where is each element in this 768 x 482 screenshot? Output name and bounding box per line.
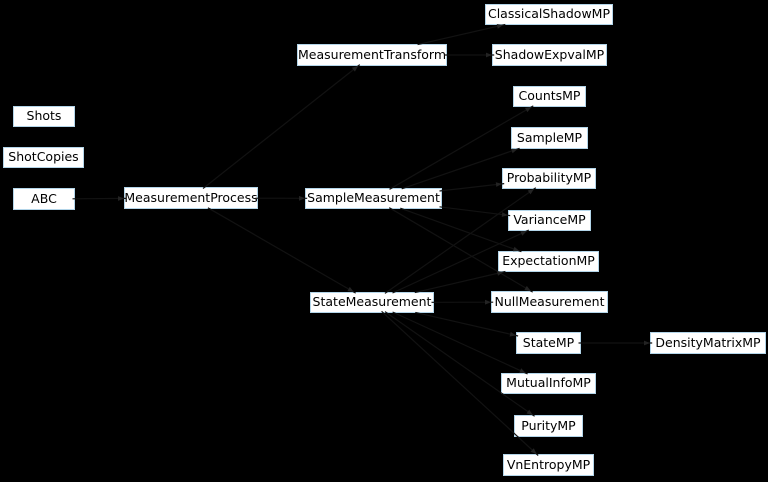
class-node-Shots[interactable]: Shots: [13, 106, 75, 127]
class-node-StateMeasurement[interactable]: StateMeasurement: [310, 292, 434, 313]
inheritance-edge-SampleMeasurement-to-VarianceMP: [439, 206, 511, 217]
arrowhead-icon: [351, 66, 359, 72]
class-node-MutualInfoMP[interactable]: MutualInfoMP: [501, 373, 596, 394]
inheritance-edge-StateMeasurement-to-PurityMP: [384, 311, 535, 417]
inheritance-edge-StateMeasurement-to-ExpectationMP: [414, 270, 506, 294]
class-node-ProbabilityMP[interactable]: ProbabilityMP: [502, 168, 596, 189]
class-node-PurityMP[interactable]: PurityMP: [514, 415, 583, 437]
class-node-ShadowExpvalMP[interactable]: ShadowExpvalMP: [492, 44, 607, 66]
inheritance-edge-SampleMeasurement-to-ProbabilityMP: [439, 183, 505, 192]
class-node-ShotCopies[interactable]: ShotCopies: [3, 147, 84, 168]
inheritance-edge-SampleMeasurement-to-ExpectationMP: [400, 207, 522, 253]
inheritance-edge-MeasurementProcess-to-MeasurementTransform: [202, 64, 361, 189]
inheritance-edge-MeasurementProcess-to-StateMeasurement: [207, 207, 356, 294]
class-node-NullMeasurement[interactable]: NullMeasurement: [491, 291, 608, 313]
arrowhead-icon: [527, 189, 534, 195]
class-node-SampleMP[interactable]: SampleMP: [511, 127, 588, 149]
class-node-VarianceMP[interactable]: VarianceMP: [508, 210, 591, 231]
inheritance-edge-StateMeasurement-to-StateMP: [415, 311, 519, 337]
class-node-ABC[interactable]: ABC: [13, 188, 75, 210]
class-node-MeasurementTransform[interactable]: MeasurementTransform: [297, 44, 447, 66]
inheritance-edge-MeasurementTransform-to-ClassicalShadowMP: [417, 23, 506, 46]
class-node-ClassicalShadowMP[interactable]: ClassicalShadowMP: [485, 4, 613, 25]
class-node-SampleMeasurement[interactable]: SampleMeasurement: [305, 188, 442, 209]
arrowhead-icon: [525, 107, 532, 113]
class-node-VnEntropyMP[interactable]: VnEntropyMP: [503, 454, 594, 476]
class-node-CountsMP[interactable]: CountsMP: [513, 86, 586, 107]
arrowhead-icon: [520, 231, 527, 236]
inheritance-edge-StateMeasurement-to-MutualInfoMP: [392, 311, 528, 375]
class-node-MeasurementProcess[interactable]: MeasurementProcess: [124, 187, 258, 209]
class-node-ExpectationMP[interactable]: ExpectationMP: [498, 251, 599, 272]
class-node-StateMP[interactable]: StateMP: [516, 332, 581, 354]
arrowhead-icon: [511, 148, 518, 154]
class-node-DensityMatrixMP[interactable]: DensityMatrixMP: [650, 332, 766, 354]
